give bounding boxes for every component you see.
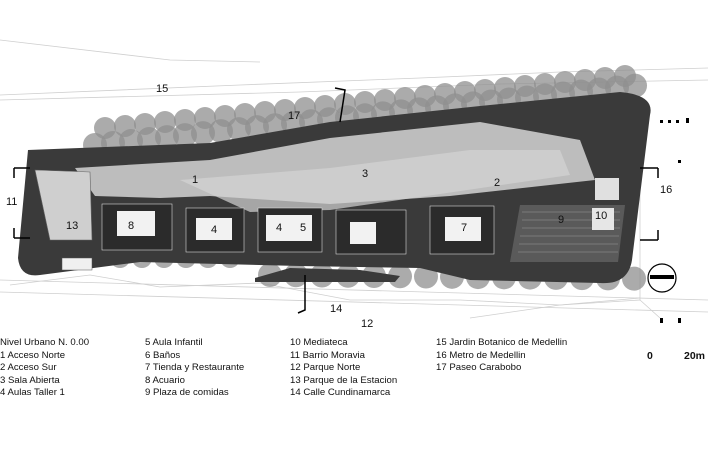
tree-canopy [374, 89, 396, 111]
legend-item: 16 Metro de Medellin [436, 349, 526, 361]
label-paseo-carabobo: 17 [288, 110, 301, 122]
tree-canopy [294, 97, 316, 119]
tree-canopy [594, 67, 616, 89]
label-aula-infantil: 5 [300, 222, 307, 234]
tree-canopy [314, 95, 336, 117]
legend-item: 9 Plaza de comidas [145, 387, 229, 399]
tree-canopy [434, 83, 456, 105]
tree-canopy [194, 107, 216, 129]
north-arrow-marks [660, 118, 689, 323]
legend-item: 10 Mediateca [290, 337, 348, 348]
legend-item: 12 Parque Norte [290, 362, 361, 374]
block-interiors [117, 211, 481, 244]
tree-canopy [514, 75, 536, 97]
tree-canopy [388, 264, 412, 289]
tree-canopy [354, 91, 376, 113]
south-stairs [595, 178, 619, 200]
tree-canopy [394, 87, 416, 109]
tree-canopy [334, 93, 356, 115]
tree-canopy [534, 73, 556, 95]
legend-item: 11 Barrio Moravia [290, 349, 366, 361]
label-jardin-botanico: 15 [156, 83, 169, 95]
tree-canopy [114, 115, 136, 137]
tree-canopy [414, 85, 436, 107]
label-acceso-norte: 1 [192, 174, 199, 186]
label-mediateca: 10 [595, 210, 608, 222]
courtyard-diagonal-band [180, 150, 570, 212]
south-walkway [255, 268, 400, 282]
tree-canopy [494, 77, 516, 99]
legend-item: 13 Parque de la Estacion [290, 374, 398, 386]
tree-canopy [454, 81, 476, 103]
legend-item: 3 Sala Abierta [0, 374, 60, 386]
tree-canopy [174, 109, 196, 131]
label-parque-estacion: 13 [66, 220, 79, 232]
scale-start-label: 0 [647, 350, 653, 362]
legend-item: 4 Aulas Taller 1 [0, 387, 65, 399]
legend-item: 8 Acuario [145, 374, 186, 386]
legend-item: 5 Aula Infantil [145, 337, 203, 348]
label-aulas-taller-a: 4 [211, 224, 218, 236]
label-sala-abierta: 3 [362, 168, 369, 180]
north-access-wedge [34, 169, 93, 241]
legend-item: 2 Acceso Sur [0, 362, 57, 374]
metro-station-bar [650, 275, 674, 279]
label-acuario: 8 [128, 220, 135, 232]
tree-canopy [554, 71, 576, 93]
entrance-bench [61, 257, 93, 271]
scale-end-label: 20m [684, 350, 706, 362]
mediateca-block [592, 208, 614, 230]
tree-canopy [622, 266, 646, 291]
tree-canopy [474, 79, 496, 101]
legend-item: 7 Tienda y Restaurante [145, 362, 245, 374]
tree-canopy [234, 103, 256, 125]
label-barrio-moravia: 11 [6, 196, 18, 208]
tree-canopy [614, 65, 636, 87]
food-court-grid [518, 211, 620, 253]
legend-item: 17 Paseo Carabobo [436, 362, 522, 374]
label-acceso-sur: 2 [494, 177, 501, 189]
legend-item: 1 Acceso Norte [0, 349, 66, 361]
label-calle-cundinamarca: 14 [330, 303, 343, 315]
label-plaza-comidas: 9 [558, 214, 565, 226]
legend-item: 15 Jardin Botanico de Medellin [436, 337, 568, 348]
label-tienda-restaurante: 7 [461, 222, 468, 234]
tree-canopy [134, 113, 156, 135]
tree-canopy [274, 99, 296, 121]
label-metro-medellin: 16 [660, 184, 673, 196]
label-aulas-taller-b: 4 [276, 222, 283, 234]
tree-canopy [574, 69, 596, 91]
tree-canopy [254, 101, 276, 123]
site-plan [0, 39, 708, 323]
tree-canopy [154, 111, 176, 133]
section-markers [13, 87, 659, 314]
tree-canopy [214, 105, 236, 127]
legend-item: 6 Baños [145, 349, 181, 361]
legend-item: 14 Calle Cundinamarca [290, 387, 391, 399]
legend-title: Nivel Urbano N. 0.00 [0, 337, 90, 348]
label-parque-norte: 12 [361, 318, 374, 330]
tree-canopy [94, 117, 116, 139]
